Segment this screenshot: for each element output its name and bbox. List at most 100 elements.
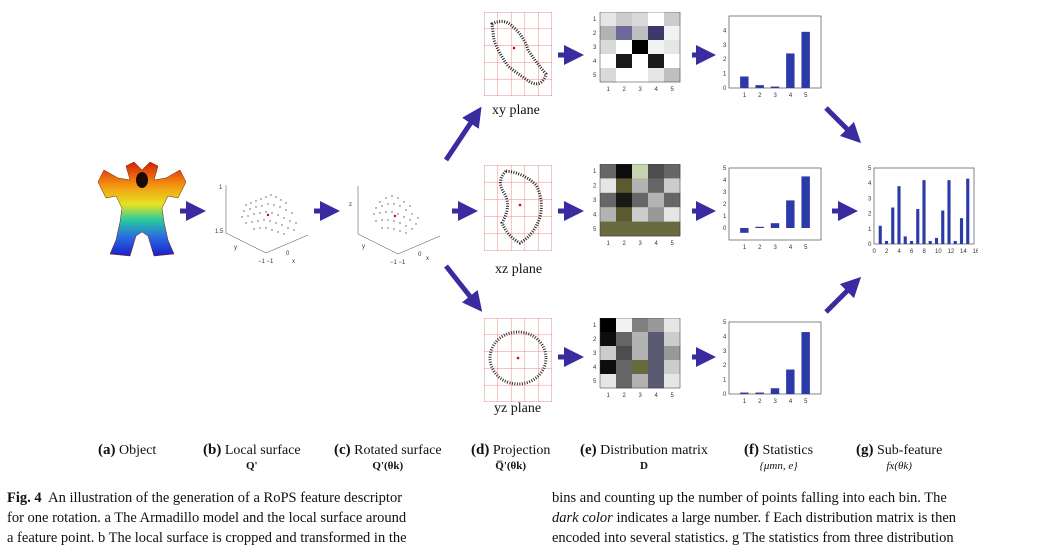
matrix-y-tick: 2 [593, 184, 597, 190]
matrix-cell [600, 68, 617, 83]
matrix-cell [600, 26, 617, 41]
matrix-cell [648, 26, 665, 41]
xz-projection-image [484, 165, 552, 251]
x-tick-label: 4 [789, 245, 793, 251]
matrix-x-tick: 3 [639, 87, 643, 93]
matrix-cell [616, 207, 633, 222]
matrix-cell [664, 68, 681, 83]
matrix-y-tick: 3 [593, 351, 597, 357]
caption-d-sub: Q̅'(θk) [495, 460, 527, 472]
caption-e-label: Distribution matrix [600, 443, 708, 458]
caption-f-sub: {μmn, e} [759, 460, 798, 472]
matrix-cell [616, 164, 633, 179]
matrix-cell [664, 332, 681, 347]
bar [755, 392, 764, 394]
matrix-cell [600, 54, 617, 69]
bar [770, 388, 780, 394]
y-tick-label: 1 [868, 227, 872, 233]
bar [897, 186, 901, 244]
bar [878, 225, 882, 244]
plot-frame [728, 167, 822, 241]
y-tick-label: 3 [723, 43, 727, 49]
y-tick-label: 4 [868, 181, 872, 187]
caption-right-line-2: dark color indicates a large number. f E… [552, 508, 1052, 528]
x-tick-label: 6 [910, 249, 914, 255]
caption-g-sub: fx(θk) [886, 460, 912, 472]
matrix-cell [632, 332, 649, 347]
matrix-cell [648, 318, 665, 333]
caption-right-line-2-text: indicates a large number. f Each distrib… [612, 510, 957, 526]
matrix-x-tick: 5 [671, 393, 675, 399]
caption-a-label: Object [119, 443, 157, 458]
caption-b-sub: Q' [246, 460, 258, 472]
caption-line-2: for one rotation. a The Armadillo model … [7, 510, 407, 526]
caption-f: (f) Statistics{μmn, e} [744, 442, 813, 472]
matrix-x-tick: 4 [655, 241, 659, 247]
local-y-axis-label: y [234, 245, 237, 251]
arrow-yz-stats-to-sub [824, 276, 862, 314]
caption-line-1: Fig. 4 An illustration of the generation… [7, 488, 519, 508]
y-tick-label: 5 [723, 320, 727, 326]
matrix-cell [664, 192, 681, 208]
matrix-cell [600, 346, 617, 361]
matrix-cell [664, 164, 681, 179]
matrix-cell [616, 12, 633, 27]
matrix-cell [664, 360, 681, 375]
matrix-cell [600, 374, 617, 389]
arrow-rotated-to-xy [443, 106, 482, 162]
arrow-rotated-to-yz [444, 264, 483, 312]
matrix-cell [616, 54, 633, 69]
caption-b-label: Local surface [224, 443, 301, 458]
yz-plane-label: yz plane [494, 401, 542, 416]
bar [786, 53, 795, 88]
caption-a: (a) Object [98, 442, 156, 459]
bar [909, 240, 914, 244]
matrix-y-tick: 2 [593, 337, 597, 343]
matrix-cell [600, 221, 617, 237]
caption-e-sub: D [639, 460, 648, 472]
matrix-cell [664, 221, 681, 237]
bar [786, 369, 795, 394]
bar [740, 392, 749, 394]
matrix-frame [599, 318, 681, 389]
local-surface-plot: 1 1.5 y −1 −1 0 x [215, 185, 309, 265]
bar [740, 228, 749, 233]
matrix-y-tick: 3 [593, 45, 597, 51]
rotated-surface-plot: z −1 −1 0 x y [349, 186, 441, 266]
matrix-x-tick: 1 [607, 241, 611, 247]
matrix-x-tick: 3 [639, 241, 643, 247]
x-tick-label: 2 [758, 399, 762, 405]
matrix-cell [616, 374, 633, 389]
bar [801, 332, 810, 394]
matrix-x-tick: 4 [655, 393, 659, 399]
matrix-cell [664, 26, 681, 41]
rot-xy-ticks: −1 −1 [390, 260, 406, 266]
caption-g-label: Sub-feature [877, 443, 943, 458]
caption-d-letter: (d) [471, 442, 490, 458]
y-tick-label: 0 [723, 392, 727, 398]
matrix-cell [648, 54, 665, 69]
x-tick-label: 1 [743, 93, 747, 99]
x-tick-label: 5 [804, 245, 808, 251]
caption-line-3: a feature point. b The local surface is … [7, 530, 407, 546]
matrix-cell [616, 360, 633, 375]
matrix-frame [599, 164, 681, 237]
y-tick-label: 3 [868, 196, 872, 202]
x-tick-label: 1 [743, 399, 747, 405]
matrix-cell [616, 40, 633, 55]
matrix-cell [648, 360, 665, 375]
caption-f-letter: (f) [744, 442, 759, 458]
matrix-cell [648, 164, 665, 179]
y-tick-label: 4 [723, 178, 727, 184]
rot-zero-tick: 0 [418, 252, 422, 258]
matrix-cell [632, 207, 649, 222]
y-tick-label: 4 [723, 28, 727, 34]
matrix-cell [600, 12, 617, 27]
matrix-cell [632, 360, 649, 375]
